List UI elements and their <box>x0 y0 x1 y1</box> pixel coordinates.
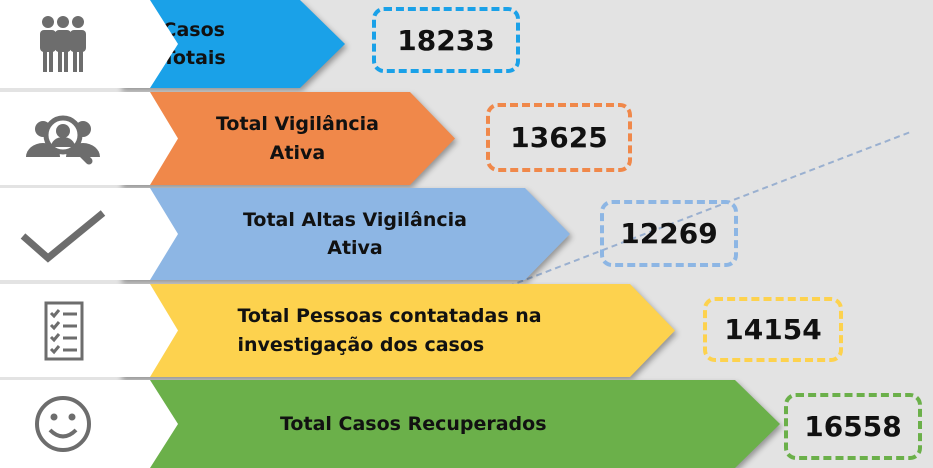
icon-panel <box>0 0 178 88</box>
checkmark-icon <box>18 204 108 264</box>
stat-value-box: 12269 <box>600 200 738 267</box>
stat-label-arrow: Total Altas Vigilância Ativa <box>120 188 570 280</box>
stat-row: Total Pessoas contatadas na investigação… <box>0 284 933 377</box>
stat-row: Total Vigilância Ativa <box>0 92 933 185</box>
stat-value: 13625 <box>510 121 608 154</box>
person-search-icon <box>18 109 108 169</box>
people-group-icon <box>18 14 108 74</box>
stat-value-box: 18233 <box>372 7 520 73</box>
stat-label: Total Altas Vigilância Ativa <box>242 208 468 260</box>
stat-value-box: 14154 <box>703 297 843 362</box>
stat-value-box: 13625 <box>486 103 632 172</box>
stat-label: Casos Totais <box>162 18 226 70</box>
stat-row: Casos Totais <box>0 0 933 88</box>
stat-value-box: 16558 <box>784 393 922 460</box>
stat-row: Total Casos Recuperados <box>0 380 933 468</box>
stat-value: 14154 <box>724 313 822 346</box>
icon-panel <box>0 188 178 280</box>
stat-value: 16558 <box>804 410 902 443</box>
icon-panel <box>0 284 178 377</box>
stat-value: 18233 <box>397 23 495 57</box>
stat-label: Total Casos Recuperados <box>280 412 547 435</box>
stat-row: Total Altas Vigilância Ativa <box>0 188 933 280</box>
smiley-icon <box>18 394 108 454</box>
icon-panel <box>0 92 178 185</box>
stat-label: Total Pessoas contatadas na investigação… <box>237 305 542 356</box>
stat-label: Total Vigilância Ativa <box>216 113 379 164</box>
icon-panel <box>0 380 178 468</box>
checklist-icon <box>18 301 108 361</box>
stat-label-arrow: Total Pessoas contatadas na investigação… <box>120 284 675 377</box>
stat-label-arrow: Total Casos Recuperados <box>120 380 780 468</box>
stat-value: 12269 <box>620 217 718 250</box>
